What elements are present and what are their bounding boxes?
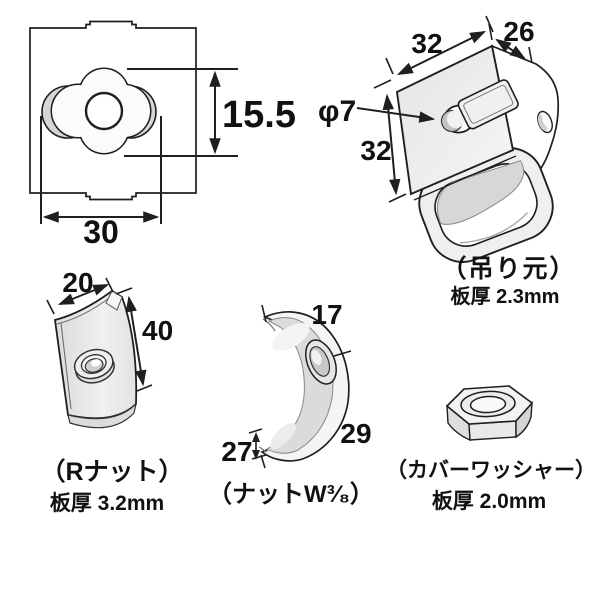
crescent-nut-hole: [305, 339, 337, 385]
dim-arrow-26: [495, 38, 526, 60]
crescent-tip-edge-bottom: [258, 446, 268, 453]
plate-body: [29, 20, 197, 201]
dim-rnut-height: 40: [142, 315, 173, 346]
dim-hanger-depth: 26: [503, 16, 534, 47]
tick-26-right: [528, 46, 533, 64]
arrow-27-up: [252, 432, 260, 442]
tick-26-left: [488, 23, 493, 41]
tick-32left-top: [373, 79, 392, 89]
dim-plate-height: 15.5: [222, 94, 296, 136]
hanger-notch: [537, 110, 553, 134]
hanger-fold-line: [413, 155, 517, 201]
part-label-rnut: （Rナット）: [40, 457, 183, 486]
tick-27-bottom: [251, 454, 267, 460]
tick-20-right: [105, 277, 114, 293]
rnut-bottom-band: [67, 402, 138, 429]
thickness-hanger: 板厚 2.3mm: [451, 284, 560, 308]
part-label-hexnut: （カバーワッシャー）: [386, 458, 596, 482]
dim-hanger-hole: φ7: [318, 95, 356, 128]
dim-rnut-width: 20: [62, 267, 93, 298]
crescent-washer-drawing: 17 29 27 （ナットW³⁄₈）: [208, 299, 374, 508]
dim-arrow-32top: [396, 31, 487, 75]
hanger-tab: [457, 79, 519, 130]
dim-washer-side: 29: [340, 418, 371, 449]
dim-washer-bottom: 27: [221, 436, 252, 467]
dim-arrow-32left: [382, 93, 401, 196]
tick-20-left: [46, 299, 55, 315]
hexnut-hole: [469, 395, 507, 414]
part-label-washer: （ナットW³⁄₈）: [208, 481, 374, 508]
hanger-drawing: 32 26 φ7 32 （吊り元） 板厚 2.3mm: [318, 15, 576, 308]
thickness-rnut: 板厚 3.2mm: [50, 492, 164, 515]
tick-40-bottom: [136, 384, 153, 392]
dim-hanger-side: 32: [360, 135, 391, 166]
tick-29: [333, 350, 352, 357]
crescent-tip-edge-top: [262, 318, 276, 332]
crescent-highlight-top: [272, 323, 310, 351]
hanger-inner-edge: [459, 212, 528, 244]
hanger-saddle-inner: [437, 160, 525, 225]
part-label-hanger: （吊り元）: [441, 254, 576, 283]
arrow-27-down: [252, 450, 260, 460]
dim-hanger-top: 32: [411, 28, 442, 59]
dim-plate-width: 30: [83, 214, 119, 250]
tick-40-top: [115, 287, 133, 295]
tick-27-tail: [260, 454, 266, 469]
dim-washer-top: 17: [311, 299, 342, 330]
dim-arrow-20: [57, 284, 110, 305]
dim-arrow-40: [125, 295, 147, 387]
tick-17: [261, 304, 267, 323]
hexnut-right-face: [515, 400, 533, 439]
tick-32top-left: [385, 57, 394, 75]
thickness-hexnut: 板厚 2.0mm: [432, 490, 546, 513]
r-nut-drawing: 20 40 （Rナット） 板厚 3.2mm: [40, 267, 183, 515]
crescent-highlight-bottom: [270, 422, 296, 450]
tick-27-top: [248, 428, 263, 434]
plate-center-hole: [84, 91, 124, 131]
rnut-boss: [73, 348, 115, 384]
rnut-left-edge: [60, 322, 72, 410]
tick-32left-bottom: [388, 193, 407, 203]
spring-plate-drawing: 15.5 30: [29, 20, 296, 250]
hex-nut-drawing: （カバーワッシャー） 板厚 2.0mm: [386, 385, 596, 513]
